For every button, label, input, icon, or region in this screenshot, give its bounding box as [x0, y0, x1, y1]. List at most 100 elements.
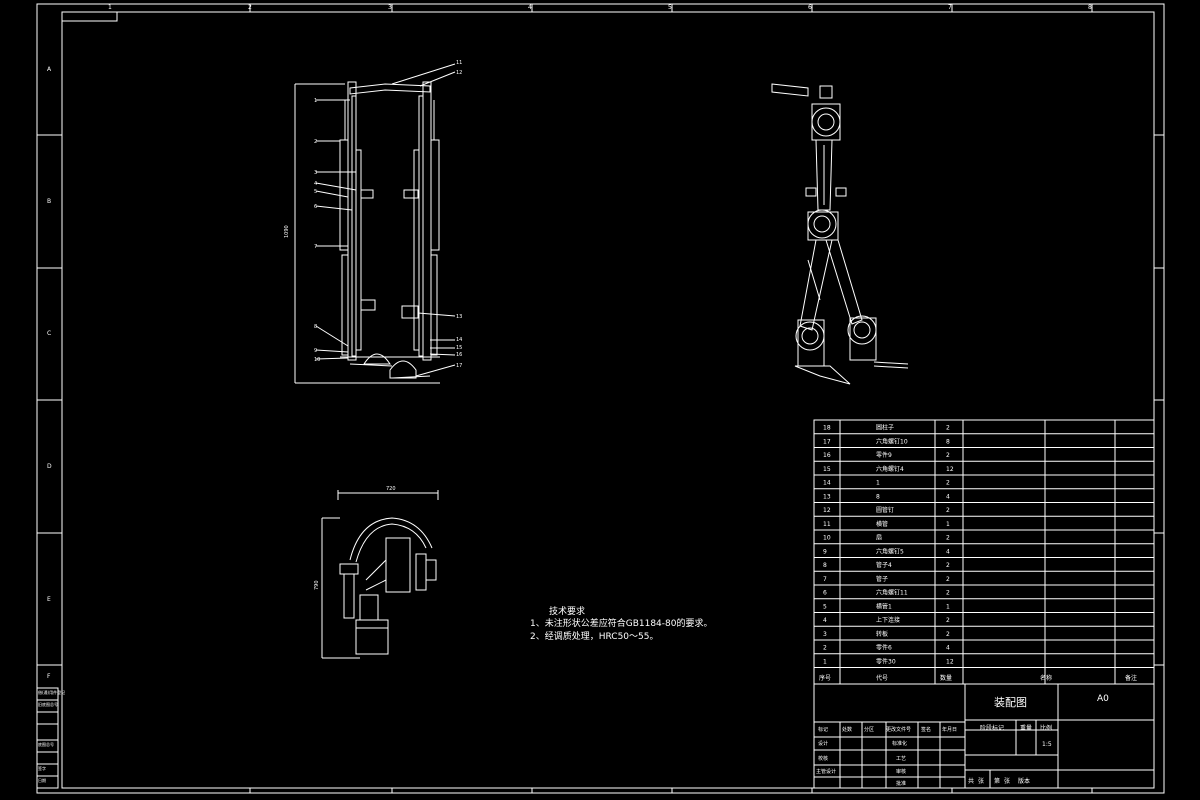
parts-list-grid [813, 419, 1155, 685]
parts-cell-qty: 2 [946, 576, 950, 583]
scale-label: 比例 [1040, 725, 1053, 732]
hdr-remark: 备注 [1125, 675, 1138, 682]
strip-label: 旧底图总号 [38, 702, 58, 707]
balloon: 13 [456, 314, 462, 320]
version-label: 版本 [1018, 778, 1031, 785]
row-mark: C [47, 330, 52, 337]
weight-label: 重量 [1020, 725, 1033, 732]
front-balloons: 1 2 3 4 5 6 7 8 9 10 11 12 13 14 15 16 1… [314, 60, 462, 369]
parts-cell-no: 4 [823, 617, 827, 624]
parts-cell-no: 7 [823, 576, 827, 583]
plan-view [321, 490, 439, 659]
parts-cell-qty: 4 [946, 645, 950, 652]
col-mark: 5 [668, 4, 672, 11]
row-mark: F [47, 673, 51, 680]
side-view [771, 83, 909, 385]
role-label: 审核 [896, 769, 907, 775]
role-label: 工艺 [896, 756, 907, 762]
hdr-no: 序号 [819, 675, 832, 682]
balloon: 14 [456, 337, 462, 343]
role-label: 校核 [818, 756, 829, 762]
parts-cell-qty: 8 [946, 438, 950, 445]
balloon: 9 [314, 348, 317, 354]
parts-cell-name: 上下连接 [876, 616, 900, 624]
parts-cell-name: 六角螺钉5 [876, 547, 904, 555]
balloon: 11 [456, 60, 462, 66]
balloon: 10 [314, 357, 320, 363]
rev-header: 年月日 [942, 727, 958, 733]
parts-cell-name: 零件30 [876, 657, 896, 665]
role-label: 设计 [818, 741, 829, 747]
parts-cell-no: 9 [823, 548, 827, 555]
parts-cell-name: 圆管钉 [876, 506, 894, 514]
front-view [294, 63, 456, 384]
parts-cell-no: 6 [823, 590, 827, 597]
parts-cell-name: 1 [876, 480, 880, 487]
parts-cell-name: 8 [876, 493, 880, 500]
parts-cell-qty: 2 [946, 425, 950, 432]
drawing-title: 装配图 [994, 696, 1027, 709]
parts-cell-qty: 12 [946, 658, 954, 665]
parts-cell-name: 六角螺钉10 [876, 437, 908, 445]
rev-header: 处数 [842, 727, 853, 733]
strip-label: 日期 [38, 778, 46, 783]
col-mark: 8 [1088, 4, 1092, 11]
tech-heading: 技术要求 [549, 607, 586, 617]
sheet-info: 张 [1004, 778, 1011, 785]
balloon: 16 [456, 352, 462, 358]
top-left-tag [61, 11, 118, 22]
role-label: 标准化 [892, 741, 908, 747]
parts-cell-qty: 4 [946, 548, 950, 555]
role-label: 主管设计 [816, 769, 837, 775]
title-block-grid [813, 683, 1155, 789]
parts-cell-no: 15 [823, 466, 831, 473]
parts-cell-qty: 1 [946, 603, 950, 610]
scale-value: 1:5 [1042, 741, 1052, 748]
col-mark: 7 [948, 4, 952, 11]
balloon: 12 [456, 70, 462, 76]
row-mark: A [47, 66, 52, 73]
row-mark: D [47, 463, 52, 470]
stage-label: 阶段标记 [980, 725, 1005, 732]
row-mark: E [47, 596, 51, 603]
balloon: 6 [314, 204, 317, 210]
balloon: 5 [314, 189, 317, 195]
parts-cell-name: 转板 [876, 630, 888, 638]
sheet-size: A0 [1097, 694, 1109, 704]
row-mark: B [47, 198, 52, 205]
col-mark: 3 [388, 4, 392, 11]
balloon: 15 [456, 345, 462, 351]
zone-ticks [37, 4, 1164, 793]
col-mark: 6 [808, 4, 812, 11]
parts-cell-qty: 4 [946, 493, 950, 500]
balloon: 4 [314, 181, 317, 187]
plan-width-dim: 720 [386, 486, 396, 492]
parts-cell-name: 零件6 [876, 644, 892, 652]
sheet-info: 第 [994, 778, 1001, 785]
parts-cell-name: 横管 [876, 520, 888, 528]
parts-cell-name: 横管1 [876, 602, 892, 610]
rev-header: 标记 [818, 727, 829, 733]
strip-label: 底图总号 [38, 742, 54, 747]
parts-cell-qty: 2 [946, 562, 950, 569]
balloon: 8 [314, 324, 317, 330]
parts-cell-qty: 2 [946, 617, 950, 624]
hdr-qty: 数量 [940, 675, 953, 682]
parts-cell-name: 圆柱子 [876, 424, 894, 432]
plan-height-dim: 790 [314, 580, 320, 590]
col-mark: 2 [248, 4, 252, 11]
parts-cell-name: 管子4 [876, 561, 892, 569]
balloon: 3 [314, 170, 317, 176]
parts-cell-no: 14 [823, 480, 831, 487]
parts-cell-no: 11 [823, 521, 831, 528]
parts-cell-no: 3 [823, 631, 827, 638]
parts-cell-no: 17 [823, 438, 831, 445]
parts-cell-qty: 1 [946, 521, 950, 528]
parts-cell-qty: 2 [946, 480, 950, 487]
left-approval-strip [36, 687, 59, 789]
parts-cell-no: 10 [823, 535, 831, 542]
balloon: 2 [314, 139, 317, 145]
parts-cell-name: 零件9 [876, 451, 892, 459]
